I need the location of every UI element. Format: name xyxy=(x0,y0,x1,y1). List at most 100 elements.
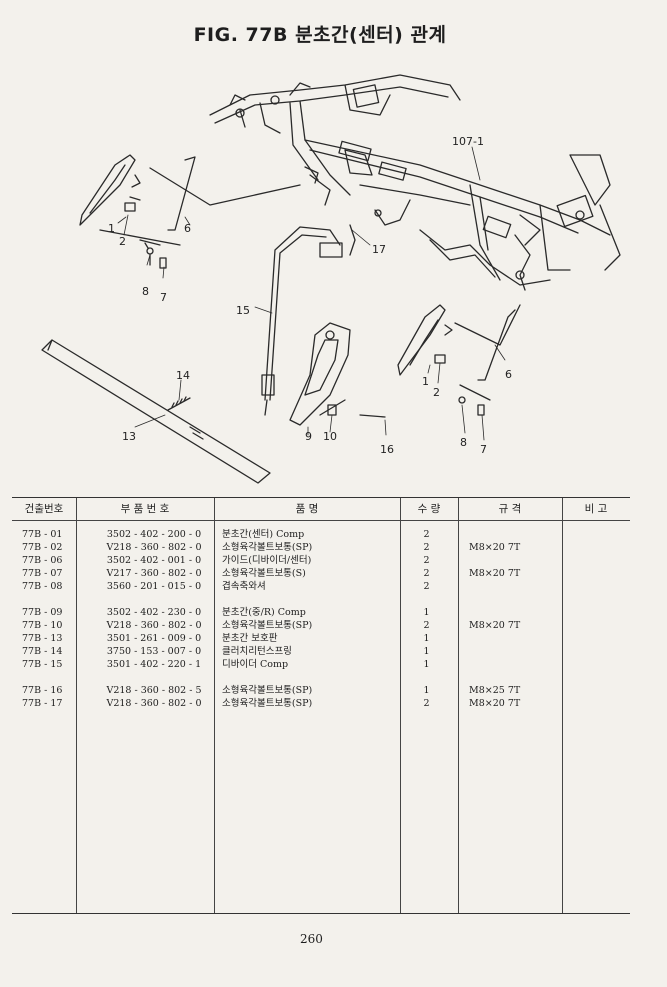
column-divider xyxy=(214,498,215,913)
cell-part-no: 3560 - 201 - 015 - 0 xyxy=(106,581,202,592)
cell-part-name: 클러치리턴스프링 xyxy=(222,646,292,657)
cell-part-name: 디바이더 Comp xyxy=(222,659,289,670)
callout-14: 14 xyxy=(176,369,190,382)
callout-6-left: 6 xyxy=(184,222,191,235)
column-divider xyxy=(562,498,563,913)
callout-1-left: 1 xyxy=(108,222,115,235)
cell-part-name: 소형육각볼트보통(SP) xyxy=(222,685,313,696)
table-header: 건출번호 부 품 번 호 품 명 수 량 규 격 비 고 xyxy=(12,498,630,521)
spring-14 xyxy=(167,396,191,411)
header-qty: 수 량 xyxy=(417,503,441,515)
page-number: 260 xyxy=(300,932,323,946)
table-row: 77B - 10 V218 - 360 - 802 - 0 소형육각볼트보통(S… xyxy=(12,619,630,632)
divider-comp-15 xyxy=(261,224,356,416)
divider-blade-9 xyxy=(289,322,386,426)
callout-7-right: 7 xyxy=(480,443,487,456)
header-ref-no: 건출번호 xyxy=(24,503,64,515)
cell-ref-no: 77B - 17 xyxy=(22,698,63,709)
cell-spec: M8×25 7T xyxy=(469,685,521,696)
callout-9: 9 xyxy=(305,430,312,443)
cell-part-name: 가이드(디바이더/센터) xyxy=(222,555,312,566)
cell-part-no: 3502 - 402 - 001 - 0 xyxy=(106,555,202,566)
callout-6-right: 6 xyxy=(505,368,512,381)
header-remarks: 비 고 xyxy=(584,503,608,515)
cell-part-no: 3750 - 153 - 007 - 0 xyxy=(106,646,202,657)
cell-qty: 2 xyxy=(423,581,430,592)
cell-part-no: 3501 - 261 - 009 - 0 xyxy=(106,633,202,644)
cell-ref-no: 77B - 06 xyxy=(22,555,63,566)
leader-lines xyxy=(117,146,506,441)
callout-107-1: 107-1 xyxy=(452,135,484,148)
column-divider xyxy=(458,498,459,913)
cell-qty: 1 xyxy=(423,607,430,618)
cell-ref-no: 77B - 10 xyxy=(22,620,63,631)
callout-13: 13 xyxy=(122,430,136,443)
cell-ref-no: 77B - 08 xyxy=(22,581,63,592)
exploded-parts-diagram xyxy=(41,74,621,484)
cell-part-name: 소형육각볼트보통(SP) xyxy=(222,620,313,631)
cell-ref-no: 77B - 01 xyxy=(22,529,63,540)
cell-spec: M8×20 7T xyxy=(469,620,521,631)
callout-1-right: 1 xyxy=(422,375,429,388)
cell-part-name: 소형육각볼트보통(S) xyxy=(222,568,306,579)
cell-qty: 2 xyxy=(423,555,430,566)
cell-part-no: 3501 - 402 - 220 - 1 xyxy=(106,659,202,670)
cell-part-name: 분초간(중/R) Comp xyxy=(222,607,306,618)
cell-ref-no: 77B - 07 xyxy=(22,568,63,579)
table-row: 77B - 13 3501 - 261 - 009 - 0 분초간 보호판 1 xyxy=(12,632,630,645)
right-divider-assembly xyxy=(397,304,521,416)
callout-7-left: 7 xyxy=(160,291,167,304)
cell-ref-no: 77B - 15 xyxy=(22,659,63,670)
cell-ref-no: 77B - 14 xyxy=(22,646,63,657)
table-body: 77B - 01 3502 - 402 - 200 - 0 분초간(센터) Co… xyxy=(12,528,630,710)
cell-qty: 2 xyxy=(423,698,430,709)
callout-8-left: 8 xyxy=(142,285,149,298)
cell-qty: 2 xyxy=(423,568,430,579)
callout-2-right: 2 xyxy=(433,386,440,399)
cell-part-no: V218 - 360 - 802 - 0 xyxy=(106,542,202,553)
figure-title: FIG. 77B 분초간(센터) 관계 xyxy=(193,24,447,46)
header-spec: 규 격 xyxy=(498,503,522,515)
callout-15: 15 xyxy=(236,304,250,317)
table-row: 77B - 17 V218 - 360 - 802 - 0 소형육각볼트보통(S… xyxy=(12,697,630,710)
cell-part-name: 겹속축와셔 xyxy=(222,581,266,592)
cell-qty: 1 xyxy=(423,659,430,670)
table-row: 77B - 06 3502 - 402 - 001 - 0 가이드(디바이더/센… xyxy=(12,554,630,567)
callout-10: 10 xyxy=(323,430,337,443)
cell-part-no: 3502 - 402 - 200 - 0 xyxy=(106,529,202,540)
cell-qty: 2 xyxy=(423,529,430,540)
cell-spec: M8×20 7T xyxy=(469,542,521,553)
guard-plate-13 xyxy=(41,339,271,484)
cell-part-no: V218 - 360 - 802 - 5 xyxy=(106,685,202,696)
cell-part-name: 소형육각볼트보통(SP) xyxy=(222,698,313,709)
cell-ref-no: 77B - 09 xyxy=(22,607,63,618)
cell-spec: M8×20 7T xyxy=(469,568,521,579)
table-row: 77B - 09 3502 - 402 - 230 - 0 분초간(중/R) C… xyxy=(12,606,630,619)
main-frame-assembly xyxy=(209,74,621,291)
cell-part-no: 3502 - 402 - 230 - 0 xyxy=(106,607,202,618)
table-row: 77B - 02 V218 - 360 - 802 - 0 소형육각볼트보통(S… xyxy=(12,541,630,554)
callout-8-right: 8 xyxy=(460,436,467,449)
cell-part-no: V218 - 360 - 802 - 0 xyxy=(106,620,202,631)
parts-table: 건출번호 부 품 번 호 품 명 수 량 규 격 비 고 77B - 01 35… xyxy=(12,497,630,914)
cell-qty: 2 xyxy=(423,542,430,553)
left-divider-assembly xyxy=(79,154,301,269)
cell-ref-no: 77B - 16 xyxy=(22,685,63,696)
cell-part-no: V217 - 360 - 802 - 0 xyxy=(106,568,202,579)
table-row: 77B - 01 3502 - 402 - 200 - 0 분초간(센터) Co… xyxy=(12,528,630,541)
column-divider xyxy=(76,498,77,913)
cell-qty: 2 xyxy=(423,620,430,631)
cell-spec: M8×20 7T xyxy=(469,698,521,709)
table-row: 77B - 08 3560 - 201 - 015 - 0 겹속축와셔 2 xyxy=(12,580,630,593)
table-row: 77B - 14 3750 - 153 - 007 - 0 클러치리턴스프링 1 xyxy=(12,645,630,658)
table-row: 77B - 15 3501 - 402 - 220 - 1 디바이더 Comp … xyxy=(12,658,630,671)
cell-qty: 1 xyxy=(423,685,430,696)
table-row: 77B - 07 V217 - 360 - 802 - 0 소형육각볼트보통(S… xyxy=(12,567,630,580)
cell-ref-no: 77B - 02 xyxy=(22,542,63,553)
table-row: 77B - 16 V218 - 360 - 802 - 5 소형육각볼트보통(S… xyxy=(12,684,630,697)
cell-part-no: V218 - 360 - 802 - 0 xyxy=(106,698,202,709)
callout-2-left: 2 xyxy=(119,235,126,248)
cell-ref-no: 77B - 13 xyxy=(22,633,63,644)
cell-qty: 1 xyxy=(423,633,430,644)
column-divider xyxy=(400,498,401,913)
